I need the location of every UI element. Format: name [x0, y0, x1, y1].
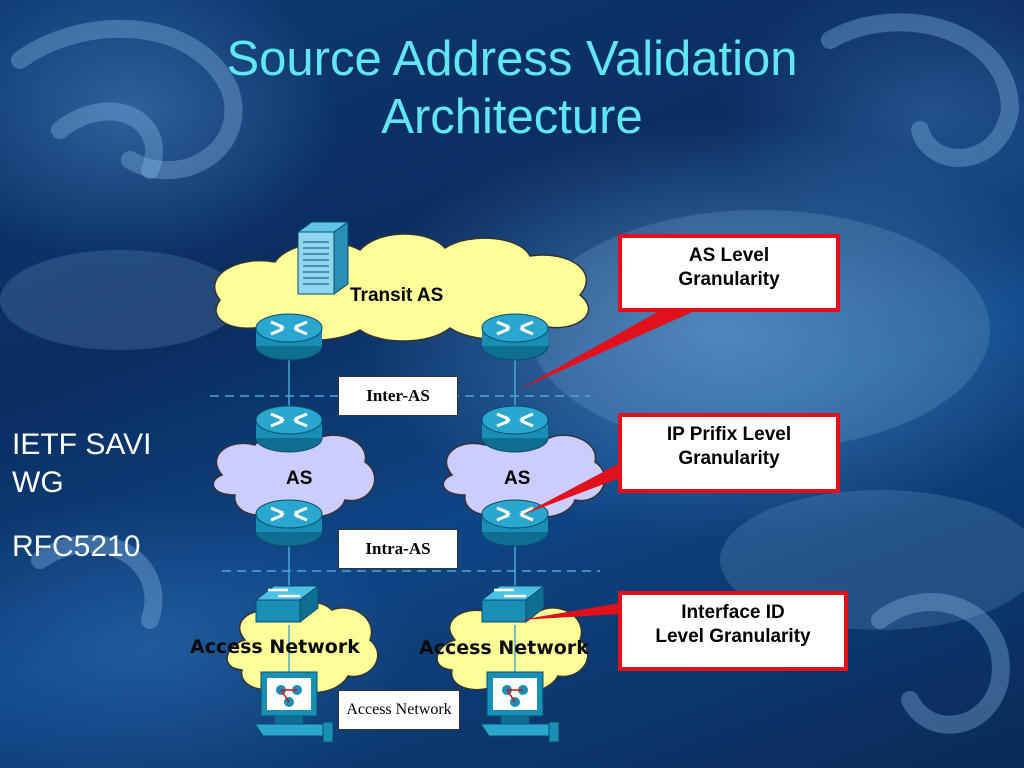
title-line-1: Source Address Validation: [226, 32, 798, 86]
router-icon: [254, 498, 324, 548]
as-left-label: AS: [286, 468, 313, 489]
ip-prefix-callout: IP Prifix Level Granularity: [618, 413, 840, 493]
interface-callout-line-2: Level Granularity: [655, 626, 811, 647]
access-network-tag: Access Network: [338, 690, 460, 730]
as-level-callout-line-2: Granularity: [678, 269, 780, 290]
interface-id-callout: Interface ID Level Granularity: [618, 591, 848, 671]
slide-title: Source Address Validation Architecture: [0, 30, 1024, 146]
router-icon: [254, 404, 324, 454]
title-line-2: Architecture: [381, 90, 643, 144]
side-text-wg: WG: [12, 466, 64, 499]
interface-callout-line-1: Interface ID: [681, 602, 785, 623]
interface-pointer: [520, 603, 620, 620]
as-level-callout: AS Level Granularity: [618, 234, 840, 312]
as-cloud-left: [212, 429, 376, 518]
server-icon: [296, 221, 350, 295]
inter-as-tag: Inter-AS: [338, 376, 458, 416]
side-text-ietf: IETF SAVI: [12, 428, 152, 461]
ip-prefix-callout-line-1: IP Prifix Level: [666, 424, 792, 445]
intra-as-tag: Intra-AS: [338, 529, 458, 569]
ip-prefix-pointer: [522, 463, 620, 515]
ip-prefix-callout-line-2: Granularity: [678, 448, 780, 469]
router-icon: [480, 312, 550, 362]
transit-as-label: Transit AS: [350, 285, 444, 306]
side-text-rfc: RFC5210: [12, 530, 141, 563]
router-icon: [480, 404, 550, 454]
as-level-pointer: [518, 305, 708, 390]
as-level-callout-line-1: AS Level: [688, 245, 770, 266]
as-right-label: AS: [504, 468, 531, 489]
router-icon: [254, 312, 324, 362]
access-network-right-label: Access Network: [419, 637, 589, 659]
access-network-left-label: Access Network: [190, 636, 360, 658]
